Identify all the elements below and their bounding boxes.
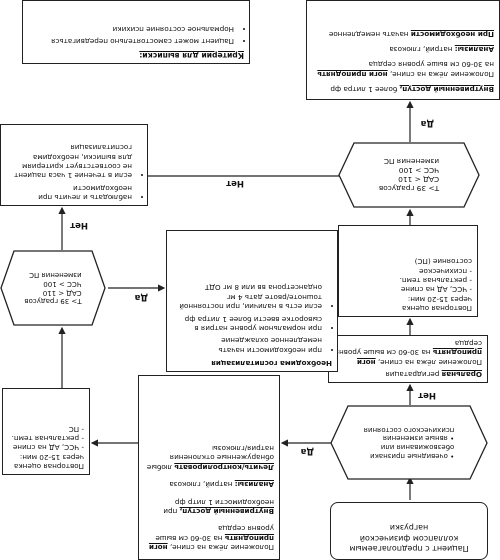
yes2-item: Внутривенный доступ, более 1 литра фр (330, 85, 494, 94)
label-yes-3: Да (420, 118, 434, 128)
discharge-criteria-box: Критерии для выписки: Пациент может само… (22, 0, 250, 64)
no1-item: Положение лёжа на спине, ноги приподнять… (334, 338, 482, 367)
yes2-item: Анализы: натрий, глюкоза (389, 44, 494, 54)
yes1-item: Внутривенный доступ, при необходимости 1… (163, 497, 274, 516)
decision-1-line: обезвоживания или (380, 443, 455, 452)
start-line: нагрузки (389, 523, 429, 533)
no1-item: Оральная регидратация (385, 370, 483, 379)
no-box-oral-rehydration: Оральная регидратация Положение лёжа на … (328, 335, 488, 383)
discharge-title: Критерии для выписки: (139, 51, 244, 60)
decision-vitals-2: T> 39 градусов САД < 110 ЧСС > 100 измен… (338, 142, 480, 208)
hosp-item: при необходимости начать немедленное охл… (172, 336, 322, 354)
decision-2-line: T> 39 градусов (378, 184, 440, 194)
hosp-item: при нормальном уровне натрия в сыворотке… (172, 314, 322, 333)
yes2-item: При необходимости начать немедленное (328, 29, 494, 39)
reassess-1-line: через 15-20 мин: (19, 452, 84, 462)
label-no-1: Нет (418, 390, 436, 400)
observe-box: наблюдать и лечить при необходимости есл… (0, 124, 148, 206)
decision-1-line: • явные изменения (382, 434, 455, 443)
reassess-1-line: Повторная оценка (13, 462, 84, 471)
reassess-1-line: - ПС (68, 424, 84, 434)
yes-box-iv-fluids: Внутривенный доступ, более 1 литра фр По… (306, 0, 500, 100)
decision-2-line: ЧСС > 100 (398, 166, 440, 175)
yes1-item: Положение лёжа на спине, ноги приподнять… (148, 524, 274, 552)
decision-vitals-3: T> 39 градусов САД < 110 ЧСС > 100 измен… (0, 250, 106, 326)
yes2-item: Положение лёжа на спине, ноги приподнять… (317, 60, 494, 79)
decision-dehydration: • очевидные признаки обезвоживания или •… (330, 405, 488, 480)
label-no-3: Нет (226, 178, 244, 188)
discharge-item: Нормальное состояние психики (28, 24, 234, 34)
reassess-box-1: Повторная оценка через 15-20 мин: - ЧСС,… (2, 388, 90, 475)
reassess-2-line: - ректальная темп. (399, 275, 472, 285)
observe-list: наблюдать и лечить при необходимости есл… (6, 143, 142, 202)
hosp-title: Необходима госпитализация (211, 359, 332, 368)
yes1-item: Лечить/контролировать любые обнаруженные… (146, 444, 274, 472)
reassess-2-line: - ЧСС, АД на спине (400, 285, 472, 295)
start-line: коллапсом физической (359, 533, 459, 543)
reassess-2-line: - психическое (419, 266, 472, 276)
decision-2-line: САД < 110 (398, 175, 440, 185)
label-yes-1: Да (300, 446, 314, 456)
decision-3-line: изменения ПС (29, 271, 82, 280)
hospitalization-box: Необходима госпитализация при необходимо… (166, 230, 338, 372)
start-box: Пациент с предполагаемым коллапсом физич… (330, 502, 488, 560)
yes1-item: Анализы: натрий, глюкоза (169, 480, 274, 490)
yes-box-iv-access: Положение лёжа на спине, ноги приподнять… (138, 375, 280, 560)
decision-3-line: САД < 110 (42, 288, 82, 297)
reassess-2-line: через 15-20 мин: (407, 294, 472, 304)
decision-1-line: • очевидные признаки (370, 452, 455, 460)
decision-2-line: изменения ПС (383, 156, 440, 166)
reassess-2-line: Повторная оценка (401, 304, 472, 313)
decision-1-line: психического состояния (363, 425, 455, 434)
reassess-2-line: состояние (ПС) (414, 257, 472, 267)
discharge-list: Пациент может самостоятельно передвигать… (28, 24, 244, 46)
reassess-box-2: Повторная оценка через 15-20 мин: - ЧСС,… (338, 225, 478, 317)
decision-3-line: ЧСС > 100 (43, 280, 82, 288)
discharge-item: Пациент может самостоятельно передвигать… (28, 37, 234, 46)
observe-item: наблюдать и лечить при необходимости (6, 183, 132, 202)
hosp-item: если есть в наличии, при постоянной тошн… (172, 283, 322, 311)
label-yes-2: Да (134, 292, 148, 302)
hosp-list: при необходимости начать немедленное охл… (172, 283, 332, 354)
label-no-2: Нет (70, 220, 88, 230)
reassess-1-line: - ЧСС, АД на спине (12, 443, 84, 453)
start-line: Пациент с предполагаемым (349, 544, 469, 553)
reassess-1-line: - ректальная темп. (11, 433, 84, 443)
decision-3-line: T> 39 градусов (24, 297, 82, 306)
observe-item: если в течение 1 часа пациент не соответ… (6, 143, 132, 180)
